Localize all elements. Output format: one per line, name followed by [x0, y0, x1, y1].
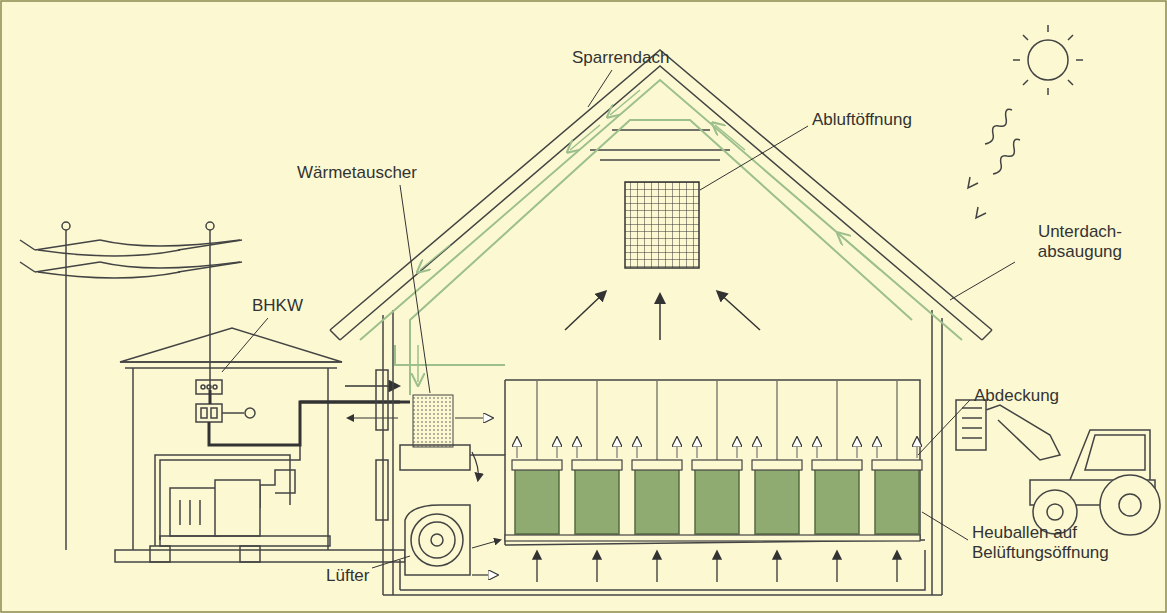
air-arrow	[896, 552, 897, 582]
heat-exchanger	[413, 395, 453, 447]
bale-cover	[572, 460, 622, 470]
air-arrow	[536, 552, 537, 582]
air-arrow	[656, 552, 657, 582]
power-cable	[209, 390, 400, 445]
bale-cover	[752, 460, 802, 470]
hay-bale	[875, 462, 919, 534]
hot-water-arrow	[345, 385, 398, 387]
hanger	[717, 381, 718, 460]
air-arrow	[676, 440, 677, 458]
return-arrow	[348, 418, 398, 419]
part-label: Abdeckung	[974, 386, 1059, 406]
part-label: Sparrendach	[572, 48, 669, 68]
air-arrow	[876, 440, 877, 458]
air-arrow	[836, 552, 837, 582]
hay-bale	[755, 462, 799, 534]
part-label: Abluftöffnung	[812, 110, 912, 130]
part-label: Heuballen auf Belüftungsöffnung	[972, 523, 1137, 563]
air-arrow	[756, 440, 757, 458]
air-arrow	[472, 540, 500, 548]
bale-cover	[632, 460, 682, 470]
hanger	[777, 381, 778, 460]
hanger	[657, 381, 658, 460]
air-flow	[360, 80, 962, 395]
air-arrow	[616, 440, 617, 458]
air-arrow	[716, 552, 717, 582]
bale-cover	[872, 460, 922, 470]
air-arrow	[636, 440, 637, 458]
bale-cover	[512, 460, 562, 470]
part-label: Lüfter	[326, 566, 369, 586]
exhaust-arrows	[565, 292, 760, 340]
fan	[405, 505, 470, 575]
part-label: Wärmetauscher	[297, 163, 417, 183]
bale-cover	[692, 460, 742, 470]
air-arrow	[455, 417, 490, 418]
floor-grate	[505, 535, 920, 541]
hanger	[597, 381, 598, 460]
hay-bale	[515, 462, 559, 534]
air-arrow	[736, 440, 737, 458]
air-arrow	[576, 440, 577, 458]
hay-bale	[635, 462, 679, 534]
air-arrow	[516, 440, 517, 458]
part-label: BHKW	[252, 296, 303, 316]
air-arrow	[796, 440, 797, 458]
hanger	[537, 381, 538, 460]
air-arrow	[472, 574, 495, 575]
air-arrow	[596, 552, 597, 582]
leader-lines	[222, 70, 1015, 568]
bale-cover	[812, 460, 862, 470]
air-arrow	[916, 440, 917, 458]
hay-bale	[575, 462, 619, 534]
tractor	[956, 400, 1160, 535]
exhaust-opening	[625, 182, 699, 268]
part-label: Unterdach- absaugung	[1018, 222, 1122, 262]
air-arrow	[776, 552, 777, 582]
bhkw-house	[115, 328, 405, 562]
air-arrow	[856, 440, 857, 458]
air-arrow	[556, 440, 557, 458]
hanger	[837, 381, 838, 460]
sun	[968, 25, 1083, 218]
hanger	[897, 381, 898, 460]
hay-bale	[695, 462, 739, 534]
air-arrow	[696, 440, 697, 458]
barn	[330, 50, 992, 595]
air-arrow	[816, 440, 817, 458]
hay-bale	[815, 462, 859, 534]
power-lines	[20, 222, 242, 550]
air-arrows	[418, 90, 880, 382]
air-arrow	[472, 452, 478, 480]
